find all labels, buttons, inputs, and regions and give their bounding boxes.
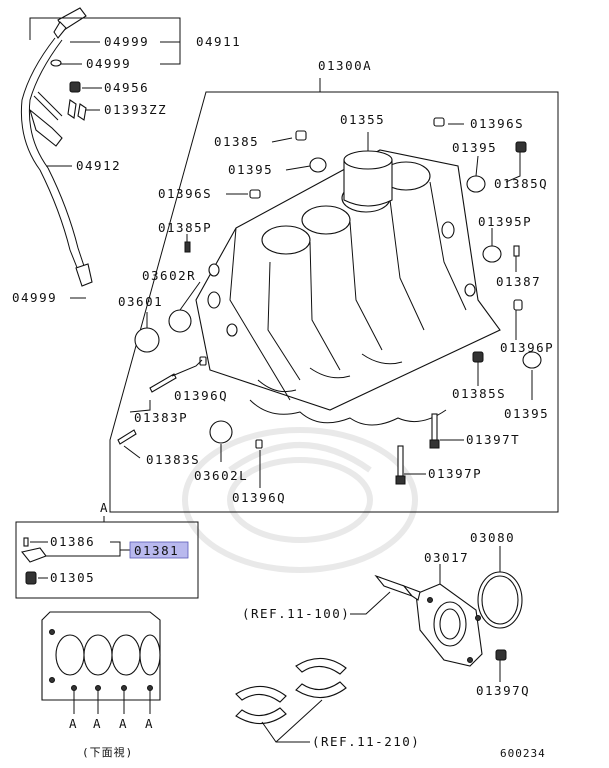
drawing-number: 600234 (500, 747, 546, 760)
label-04999-b: 04999 (86, 56, 131, 71)
label-view-a3: A (119, 716, 128, 731)
label-01397q: 01397Q (476, 683, 530, 698)
label-01305: 01305 (50, 570, 95, 585)
dipstick-leaders (29, 17, 181, 299)
label-view-a4: A (145, 716, 154, 731)
label-01393zz: 01393ZZ (104, 102, 167, 117)
label-01396s-left: 01396S (158, 186, 212, 201)
dipstick-assembly (20, 7, 93, 287)
label-view-a2: A (93, 716, 102, 731)
label-01395-right: 01395 (504, 406, 549, 421)
cylinder-liner (343, 132, 393, 207)
label-03017: 03017 (424, 550, 469, 565)
oil-seal-case (415, 583, 483, 667)
label-04912: 04912 (76, 158, 121, 173)
label-01395p: 01395P (478, 214, 532, 229)
label-01300a: 01300A (318, 58, 372, 73)
bottom-view-block (41, 611, 161, 714)
label-bottom-view: (下面視) (82, 745, 133, 759)
label-view-a1: A (69, 716, 78, 731)
label-03601: 03601 (118, 294, 163, 309)
label-01383p: 01383P (134, 410, 188, 425)
label-01397t: 01397T (466, 432, 520, 447)
gasket-sealant (374, 574, 421, 601)
label-03602l: 03602L (194, 468, 248, 483)
highlight-01381 (129, 541, 189, 559)
label-01383s: 01383S (146, 452, 200, 467)
label-01395-top-right: 01395 (452, 140, 497, 155)
bearing-leaders (261, 699, 323, 743)
label-03080: 03080 (470, 530, 515, 545)
label-01385s: 01385S (452, 386, 506, 401)
label-ref-11-210: (REF.11-210) (312, 734, 420, 749)
label-04999-a: 04999 (104, 34, 149, 49)
watermark-emblem (182, 427, 418, 573)
cylinder-block-group (109, 78, 559, 513)
label-01385p: 01385P (158, 220, 212, 235)
label-01355: 01355 (340, 112, 385, 127)
label-01385: 01385 (214, 134, 259, 149)
label-01395-top-left: 01395 (228, 162, 273, 177)
label-01396s-top: 01396S (470, 116, 524, 131)
seal-leaders (350, 546, 501, 682)
label-01387: 01387 (496, 274, 541, 289)
label-01396q: 01396Q (174, 388, 228, 403)
block-leaders (123, 123, 533, 488)
label-01396p: 01396P (500, 340, 554, 355)
label-04956: 04956 (104, 80, 149, 95)
main-bearings (235, 657, 347, 725)
small-parts (117, 117, 542, 485)
label-03602r: 03602R (142, 268, 196, 283)
label-01397p: 01397P (428, 466, 482, 481)
label-04999-c: 04999 (12, 290, 57, 305)
label-01396q-bottom: 01396Q (232, 490, 286, 505)
label-01381[interactable]: 01381 (134, 543, 179, 558)
bolt-01397q (495, 649, 507, 661)
label-ref-11-100: (REF.11-100) (242, 606, 350, 621)
label-01386: 01386 (50, 534, 95, 549)
label-04911: 04911 (196, 34, 241, 49)
label-01385q: 01385Q (494, 176, 548, 191)
inset-a-box (15, 516, 199, 599)
cylinder-block (195, 149, 501, 426)
rear-oil-seal (477, 571, 523, 629)
label-inset-a: A (100, 500, 109, 515)
